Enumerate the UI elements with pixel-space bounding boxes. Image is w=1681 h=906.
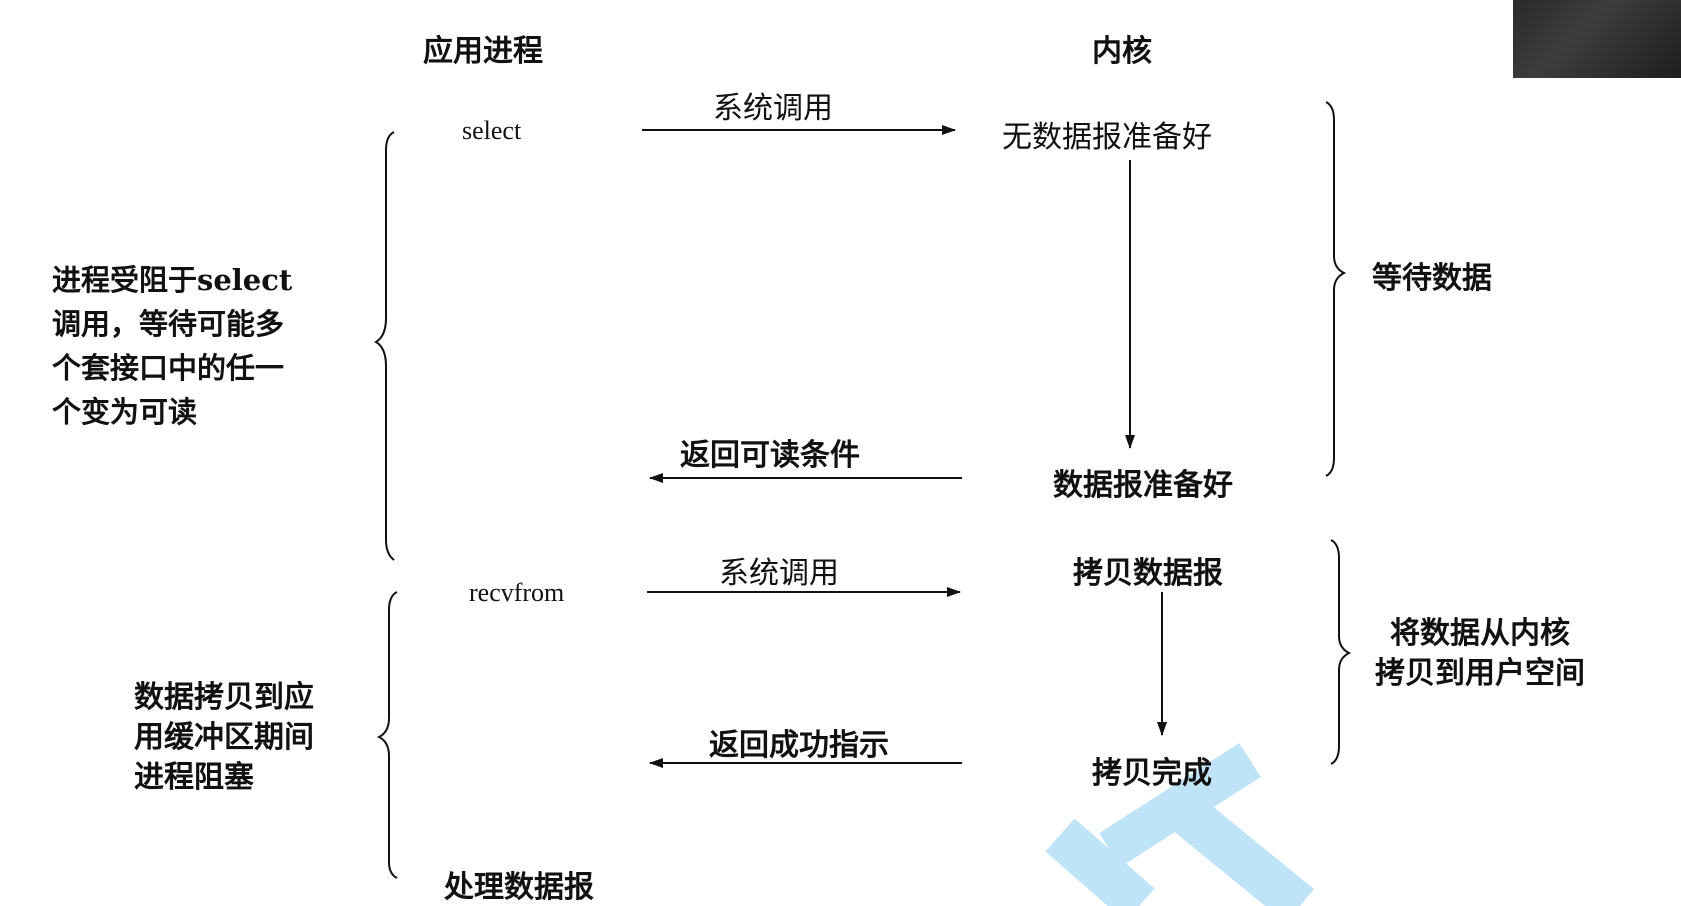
app-process-header: 应用进程 <box>423 34 543 69</box>
kernel-header: 内核 <box>1092 34 1152 69</box>
no-datagram-ready-label: 无数据报准备好 <box>1002 120 1212 155</box>
blocked-during-copy-note: 数据拷贝到应 用缓冲区期间 进程阻塞 <box>134 680 314 795</box>
brace-copy-data <box>1330 539 1352 765</box>
copy-complete-label: 拷贝完成 <box>1092 756 1212 791</box>
wait-for-data-phase: 等待数据 <box>1372 261 1492 296</box>
video-thumbnail <box>1513 0 1681 78</box>
return-success-label: 返回成功指示 <box>709 728 889 763</box>
syscall-label-1: 系统调用 <box>713 91 833 126</box>
syscall-label-2: 系统调用 <box>719 556 839 591</box>
process-datagram-label: 处理数据报 <box>444 870 594 905</box>
brace-blocked-copy <box>376 591 398 879</box>
select-call-label: select <box>462 116 522 145</box>
watermark <box>1045 743 1314 906</box>
return-readable-label: 返回可读条件 <box>680 438 860 473</box>
brace-blocked-select <box>374 131 395 561</box>
brace-wait-data <box>1325 101 1347 477</box>
datagram-ready-label: 数据报准备好 <box>1053 468 1233 503</box>
recvfrom-call-label: recvfrom <box>469 578 565 607</box>
copy-to-user-phase: 将数据从内核 拷贝到用户空间 <box>1375 616 1585 691</box>
blocked-in-select-note: 进程受阻于select 调用，等待可能多 个套接口中的任一 个变为可读 <box>52 263 293 429</box>
copy-datagram-label: 拷贝数据报 <box>1073 556 1223 591</box>
